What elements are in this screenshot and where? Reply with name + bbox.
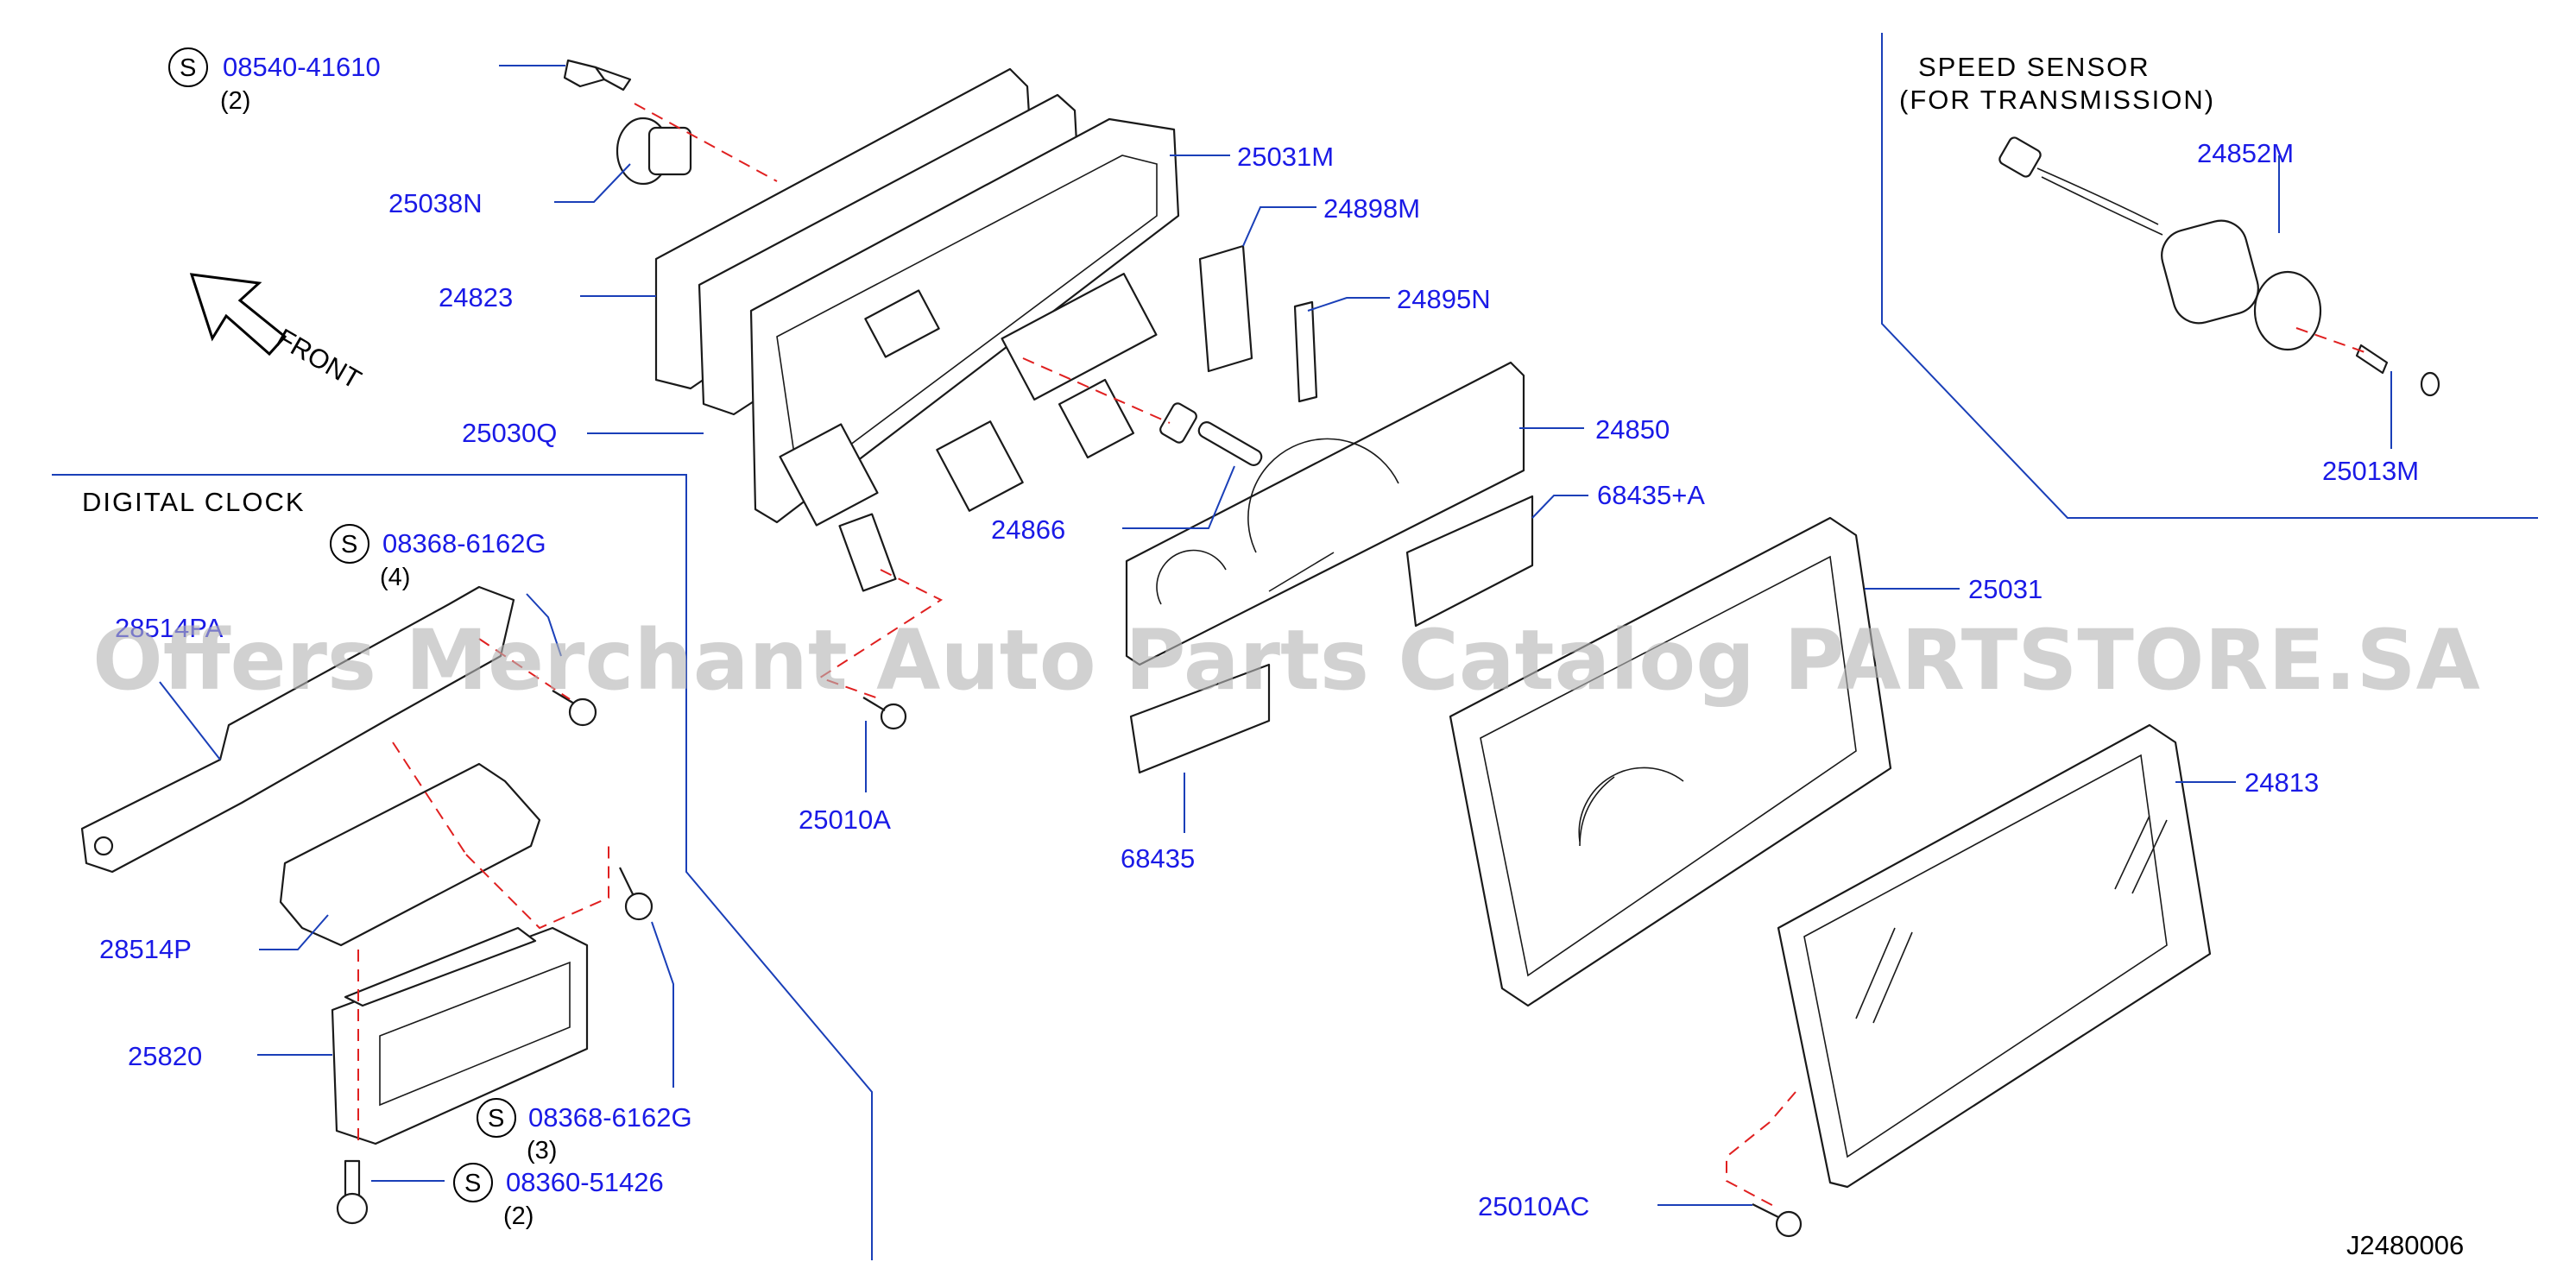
front-arrow-icon [189,273,287,357]
callout-68435[interactable]: 68435 [1121,843,1195,874]
drawing-reference: J2480006 [2346,1230,2464,1260]
callout-24866[interactable]: 24866 [991,514,1065,545]
callout-28514pa[interactable]: 28514PA [115,613,224,643]
section-frames [52,33,2538,1260]
callout-08368-6162g-top[interactable]: 08368-6162G [382,528,546,558]
callout-25010ac[interactable]: 25010AC [1478,1191,1589,1221]
callout-24813[interactable]: 24813 [2245,767,2319,798]
speed-sensor-subtitle: (FOR TRANSMISSION) [1899,85,2215,115]
screw-08360-icon [336,1159,369,1225]
front-label: FRONT [272,323,367,395]
callout-25031[interactable]: 25031 [1968,574,2042,604]
callout-08368-6162g-right-qty: (3) [527,1137,557,1164]
guide-25010ac [1726,1091,1796,1209]
callout-25820[interactable]: 25820 [128,1041,202,1071]
callout-25031m[interactable]: 25031M [1237,142,1334,172]
callout-24898m[interactable]: 24898M [1323,193,1420,224]
guide-bracket [392,741,467,855]
digital-clock-25820-icon [331,926,589,1145]
window-68435-icon [1129,663,1271,774]
pin-25013m-icon [2355,344,2440,397]
guide-24866 [1022,357,1171,424]
callout-24823[interactable]: 24823 [439,282,513,312]
dial-face-24850-icon [1125,361,1525,666]
guide-08368-right [465,842,609,930]
std-marker-20 [477,1098,516,1138]
callout-08360-51426[interactable]: 08360-51426 [506,1167,664,1197]
printed-circuit-stack-icon [654,67,1180,592]
callout-68435a[interactable]: 68435+A [1597,480,1705,510]
std-marker-21 [453,1163,493,1202]
speed-sensor-24852m-icon [1998,136,2322,351]
digital-clock-section-frame [52,474,873,1260]
part-illustrations [80,59,2440,1238]
callout-24852m[interactable]: 24852M [2197,138,2294,168]
bracket-28514p-icon [279,762,541,947]
screw-25010ac-icon [1752,1203,1803,1238]
leader-lines [159,65,2392,1206]
standard-part-markers: S S S S [168,47,516,1202]
watermark-text: Offers Merchant Auto Parts Catalog PARTS… [92,612,2480,709]
speed-sensor-section-frame [1881,33,2538,519]
lens-24813-icon [1777,723,2212,1189]
part-number-callouts: 08540-41610 (2) 25038N 24823 25030Q 2503… [99,52,2419,1230]
callout-25013m[interactable]: 25013M [2322,456,2419,486]
window-68435a-icon [1405,495,1534,628]
callout-08368-6162g-right[interactable]: 08368-6162G [528,1102,692,1133]
std-marker-16 [330,524,369,564]
std-marker-20-text: S [488,1105,504,1133]
callout-24850[interactable]: 24850 [1595,414,1670,445]
screw-08368-top-icon [552,690,597,727]
callout-25038n[interactable]: 25038N [388,188,483,218]
std-marker-1-text: S [180,54,196,82]
std-marker-21-text: S [464,1170,481,1197]
callout-25030q[interactable]: 25030Q [462,418,557,448]
cluster-housing-25031-icon [1449,516,1892,1007]
screw-25010a-icon [862,697,907,730]
assembly-guides [357,103,2371,1209]
bulb-24866-icon [1159,402,1263,466]
std-marker-1 [168,47,208,87]
callout-28514p[interactable]: 28514P [99,934,192,964]
connector-24895n-icon [1293,300,1318,403]
speed-sensor-title: SPEED SENSOR [1918,52,2150,82]
guide-25010a [818,569,944,700]
digital-clock-title: DIGITAL CLOCK [82,487,306,517]
guide-08368-top [478,638,571,700]
callout-08368-6162g-top-qty: (4) [380,564,410,591]
bulb-socket-25038n-icon [616,117,692,186]
bracket-28514pa-icon [80,585,515,874]
callout-08360-51426-qty: (2) [503,1202,534,1230]
std-marker-16-text: S [341,531,357,558]
screw-08368-right-icon [619,867,653,921]
guide-08540 [634,103,778,182]
guide-25013m [2295,327,2371,355]
screw-08540-icon [563,59,632,92]
callout-24895n[interactable]: 24895N [1397,284,1491,314]
callout-08540-41610[interactable]: 08540-41610 [223,52,381,82]
callout-08540-41610-qty: (2) [220,87,250,115]
connector-24898m-icon [1198,244,1253,373]
callout-25010a[interactable]: 25010A [799,805,891,835]
